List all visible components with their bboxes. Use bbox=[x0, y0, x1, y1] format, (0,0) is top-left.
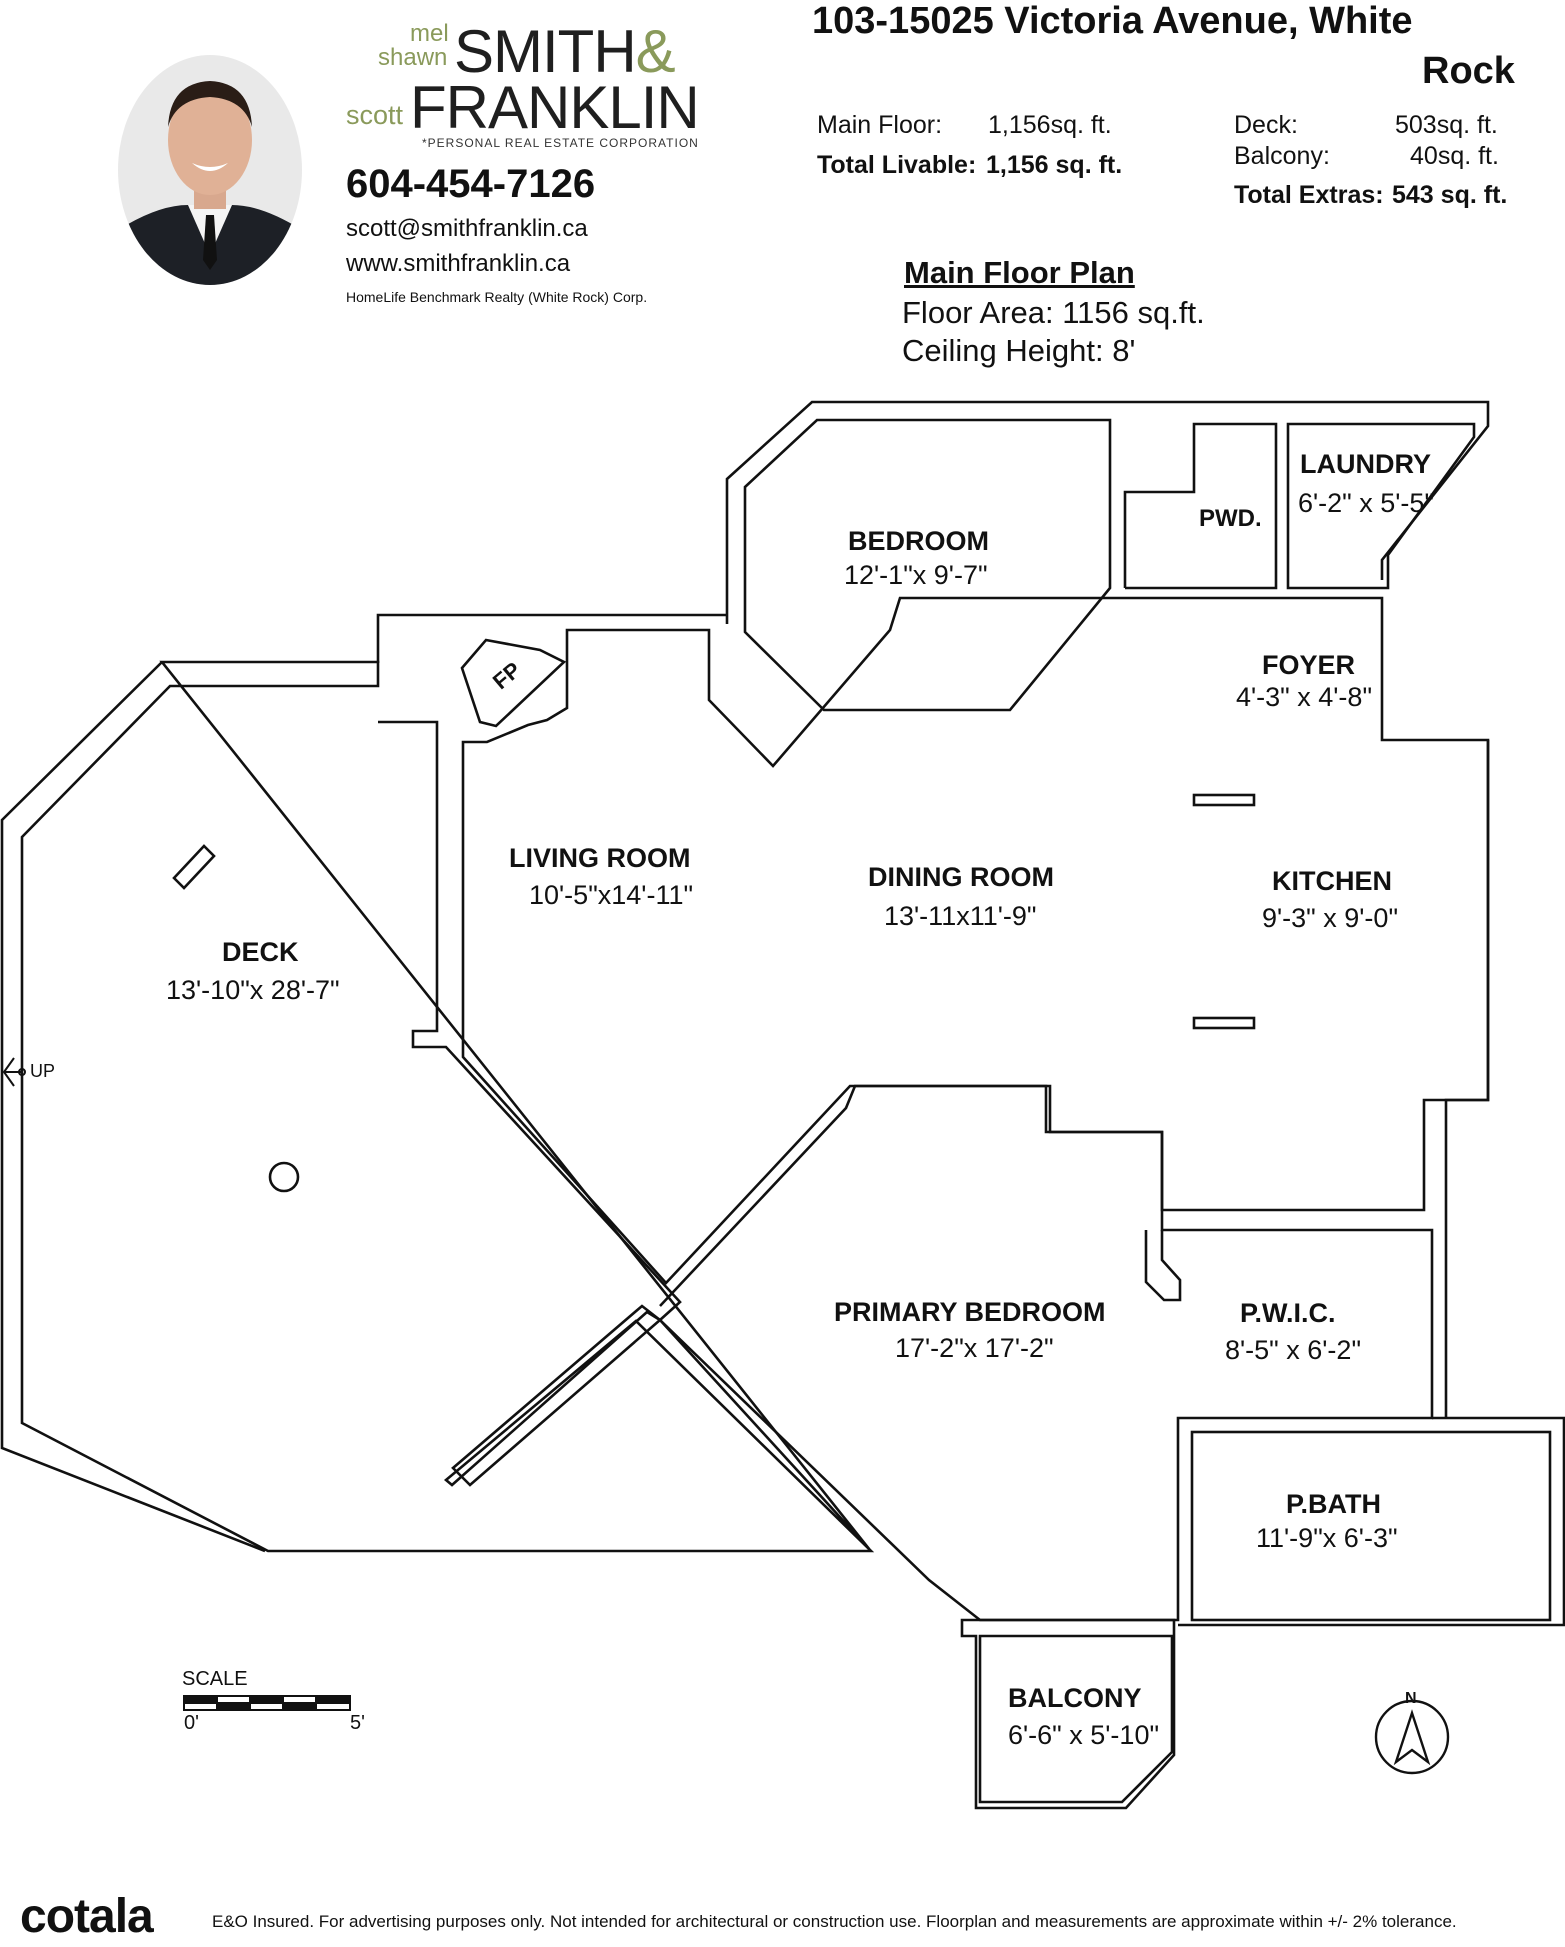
room-deck-name: DECK bbox=[222, 937, 299, 967]
footer-disclaimer: E&O Insured. For advertising purposes on… bbox=[212, 1912, 1457, 1931]
kitchen-counter-1 bbox=[1192, 793, 1256, 807]
room-balcony-dims: 6'-6" x 5'-10" bbox=[1008, 1720, 1160, 1750]
north-arrow-icon bbox=[1374, 1699, 1450, 1775]
room-foyer-name: FOYER bbox=[1262, 650, 1356, 680]
agent-website: www.smithfranklin.ca bbox=[346, 250, 571, 277]
deck-stat: 503sq. ft. bbox=[1395, 111, 1498, 139]
agent-name-shawn: shawn bbox=[378, 44, 448, 71]
total-extras-stat: 543 sq. ft. bbox=[1392, 181, 1508, 209]
agent-email: scott@smithfranklin.ca bbox=[346, 215, 588, 242]
agent-phone: 604-454-7126 bbox=[346, 162, 596, 206]
room-dining-dims: 13'-11x11'-9" bbox=[884, 901, 1037, 931]
room-kitchen-dims: 9'-3" x 9'-0" bbox=[1262, 903, 1399, 933]
main-floor-label: Main Floor: bbox=[817, 111, 943, 139]
fireplace bbox=[460, 638, 567, 728]
scale-end-label: 5' bbox=[350, 1712, 365, 1734]
laundry-walls bbox=[1286, 422, 1476, 590]
total-livable-stat: 1,156 sq. ft. bbox=[986, 151, 1123, 179]
exterior-wall-left bbox=[376, 613, 727, 663]
scale-start-label: 0' bbox=[184, 1712, 199, 1734]
up-label: UP bbox=[30, 1061, 56, 1081]
brand-tagline: *PERSONAL REAL ESTATE CORPORATION bbox=[422, 136, 699, 150]
room-pwd-name: PWD. bbox=[1199, 505, 1262, 532]
balcony-stat: 40sq. ft. bbox=[1410, 142, 1499, 170]
address-line2: Rock bbox=[1422, 50, 1515, 92]
deck-post bbox=[268, 1161, 300, 1193]
room-bedroom-dims: 12'-1"x 9'-7" bbox=[844, 560, 988, 590]
cotala-logo: cotala bbox=[20, 1890, 154, 1943]
plan-heading: Main Floor Plan bbox=[904, 255, 1135, 290]
pwic-walls bbox=[1144, 1230, 1182, 1302]
deck-outer bbox=[0, 661, 266, 1553]
brand-ampersand: & bbox=[635, 18, 676, 85]
deck-label: Deck: bbox=[1234, 111, 1298, 139]
up-arrow bbox=[2, 1057, 26, 1087]
deck-fixture bbox=[172, 844, 216, 890]
room-pbath-name: P.BATH bbox=[1286, 1489, 1382, 1519]
room-dining-name: DINING ROOM bbox=[868, 862, 1054, 892]
room-deck-dims: 13'-10"x 28'-7" bbox=[166, 975, 340, 1005]
room-primary-dims: 17'-2"x 17'-2" bbox=[895, 1333, 1054, 1363]
total-livable-label: Total Livable: bbox=[817, 151, 977, 179]
pwd-walls bbox=[1123, 422, 1278, 590]
deck-walls bbox=[20, 660, 875, 1553]
brand-smith: SMITH& bbox=[454, 18, 676, 85]
pbath-walls bbox=[1190, 1430, 1552, 1622]
scale-bar bbox=[183, 1695, 351, 1711]
balcony-label: Balcony: bbox=[1234, 142, 1330, 170]
room-pbath-dims: 11'-9"x 6'-3" bbox=[1256, 1523, 1398, 1553]
diagonal-wall-1 bbox=[451, 1304, 661, 1487]
room-balcony-name: BALCONY bbox=[1008, 1683, 1142, 1713]
bedroom-walls bbox=[743, 418, 1112, 712]
address-line1: 103-15025 Victoria Avenue, White bbox=[812, 0, 1413, 42]
room-foyer-dims: 4'-3" x 4'-8" bbox=[1236, 682, 1373, 712]
agent-name-mel: mel bbox=[410, 20, 449, 47]
room-pwic-dims: 8'-5" x 6'-2" bbox=[1225, 1335, 1362, 1365]
brokerage-name: HomeLife Benchmark Realty (White Rock) C… bbox=[346, 289, 648, 305]
room-pwic-name: P.W.I.C. bbox=[1240, 1298, 1336, 1328]
total-extras-label: Total Extras: bbox=[1234, 181, 1384, 209]
main-floor-stat: 1,156sq. ft. bbox=[988, 111, 1112, 139]
balcony-inner bbox=[978, 1634, 1174, 1804]
room-laundry-dims: 6'-2" x 5'-5" bbox=[1298, 488, 1435, 518]
ceiling-height: Ceiling Height: 8' bbox=[902, 333, 1136, 368]
scale-label: SCALE bbox=[182, 1668, 248, 1690]
kitchen-counter-2 bbox=[1192, 1016, 1256, 1030]
agent-name-scott: scott bbox=[346, 100, 404, 130]
room-primary-name: PRIMARY BEDROOM bbox=[834, 1297, 1106, 1327]
outer-wall-top bbox=[725, 400, 1490, 613]
balcony-walls bbox=[960, 1618, 1176, 1810]
floor-area: Floor Area: 1156 sq.ft. bbox=[902, 295, 1205, 330]
right-wall bbox=[1444, 740, 1490, 1418]
room-bedroom-name: BEDROOM bbox=[848, 526, 989, 556]
wardrobe-wall bbox=[1178, 1416, 1565, 1627]
agent-photo bbox=[118, 55, 302, 285]
room-living-dims: 10'-5"x14'-11" bbox=[529, 880, 694, 910]
room-kitchen-name: KITCHEN bbox=[1272, 866, 1392, 896]
exterior-wall-living bbox=[378, 720, 682, 1321]
brand-franklin: FRANKLIN bbox=[410, 74, 700, 141]
north-label: N bbox=[1405, 1690, 1417, 1707]
room-living-name: LIVING ROOM bbox=[509, 843, 691, 873]
room-laundry-name: LAUNDRY bbox=[1300, 449, 1431, 479]
